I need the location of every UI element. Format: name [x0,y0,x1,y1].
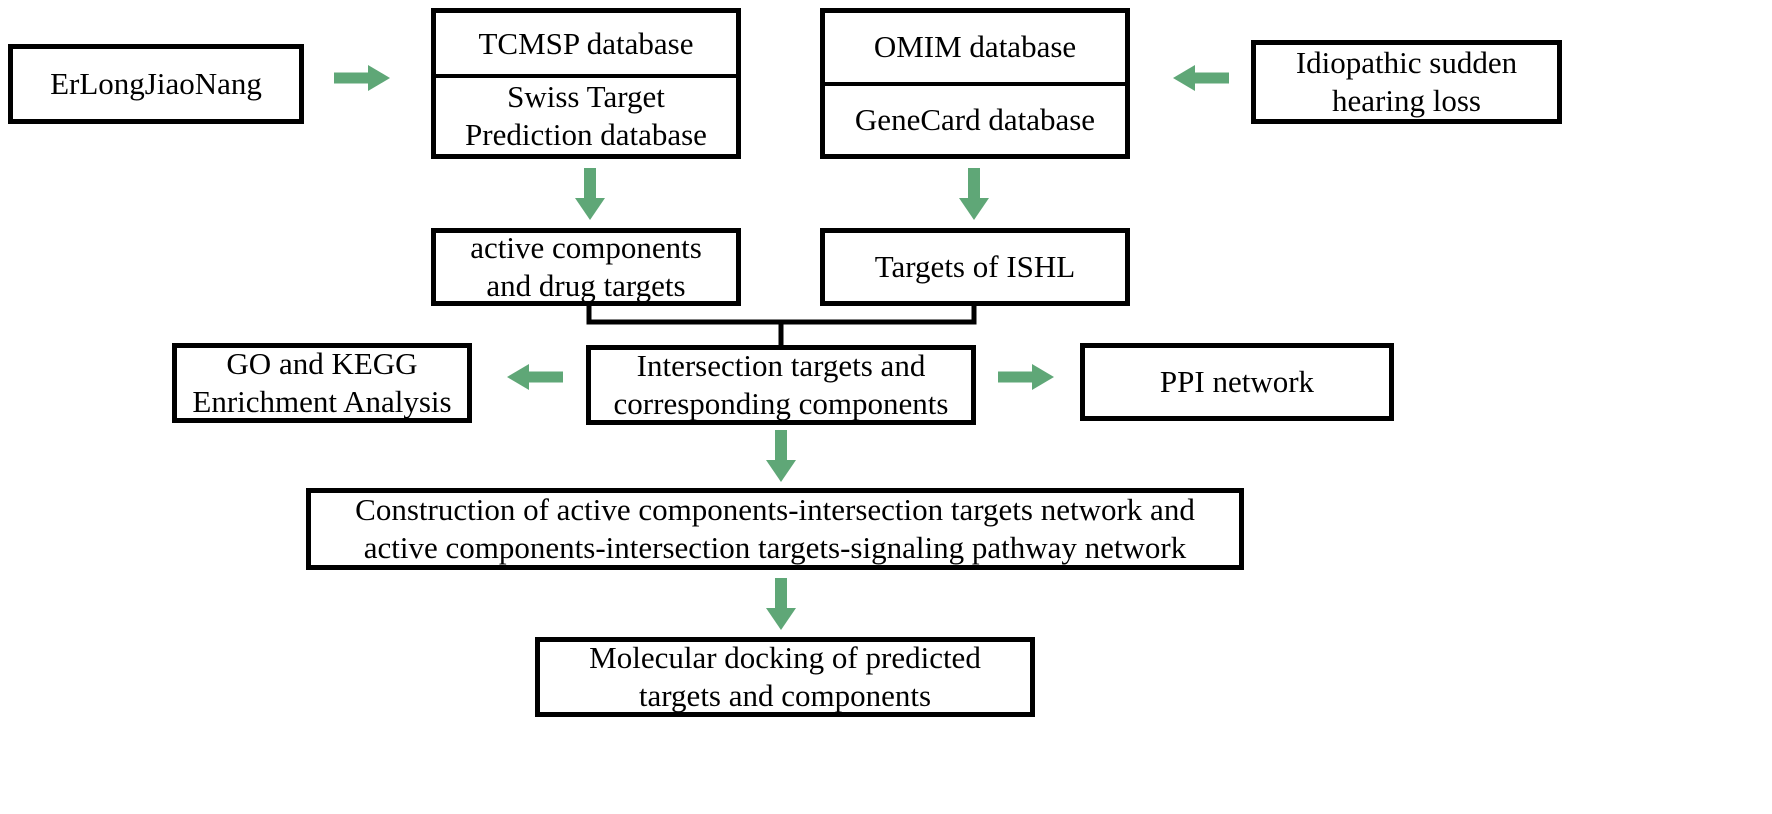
ppi-network-label: PPI network [1159,364,1315,400]
intersection-label: Intersection targets and corresponding c… [613,348,949,421]
go-kegg-label: GO and KEGG Enrichment Analysis [192,346,452,419]
ishl-targets-node: Targets of ISHL [820,228,1130,306]
arrow-construction-to-docking [766,578,796,630]
drug-database-node: TCMSP database Swiss Target Prediction d… [431,8,741,159]
construction-node: Construction of active components-inters… [306,488,1244,570]
disease-label: Idiopathic sudden hearing loss [1295,45,1518,118]
tcmsp-database-label: TCMSP database [478,25,694,61]
genecard-database-label: GeneCard database [825,81,1125,155]
merge-bracket [586,306,977,345]
arrow-intersection-to-construction [766,430,796,482]
disease-node: Idiopathic sudden hearing loss [1251,40,1562,124]
arrow-disease-db-to-ishl [959,168,989,220]
omim-database-label: OMIM database [873,29,1077,65]
active-components-label: active components and drug targets [470,230,702,303]
arrow-intersection-to-ppi [998,364,1054,390]
docking-label: Molecular docking of predicted targets a… [589,640,981,713]
arrow-herb-to-database [334,65,390,91]
go-kegg-node: GO and KEGG Enrichment Analysis [172,343,472,423]
arrow-intersection-to-go-kegg [507,364,563,390]
active-components-node: active components and drug targets [431,228,741,306]
swiss-target-database-label: Swiss Target Prediction database [436,74,736,154]
ppi-network-node: PPI network [1080,343,1394,421]
construction-label: Construction of active components-inters… [355,492,1195,565]
herb-node: ErLongJiaoNang [8,44,304,124]
docking-node: Molecular docking of predicted targets a… [535,637,1035,717]
herb-label: ErLongJiaoNang [50,66,262,102]
intersection-node: Intersection targets and corresponding c… [586,345,976,425]
arrow-drug-db-to-active [575,168,605,220]
disease-database-node: OMIM database GeneCard database [820,8,1130,159]
ishl-targets-label: Targets of ISHL [874,249,1076,285]
arrow-disease-to-database [1173,65,1229,91]
